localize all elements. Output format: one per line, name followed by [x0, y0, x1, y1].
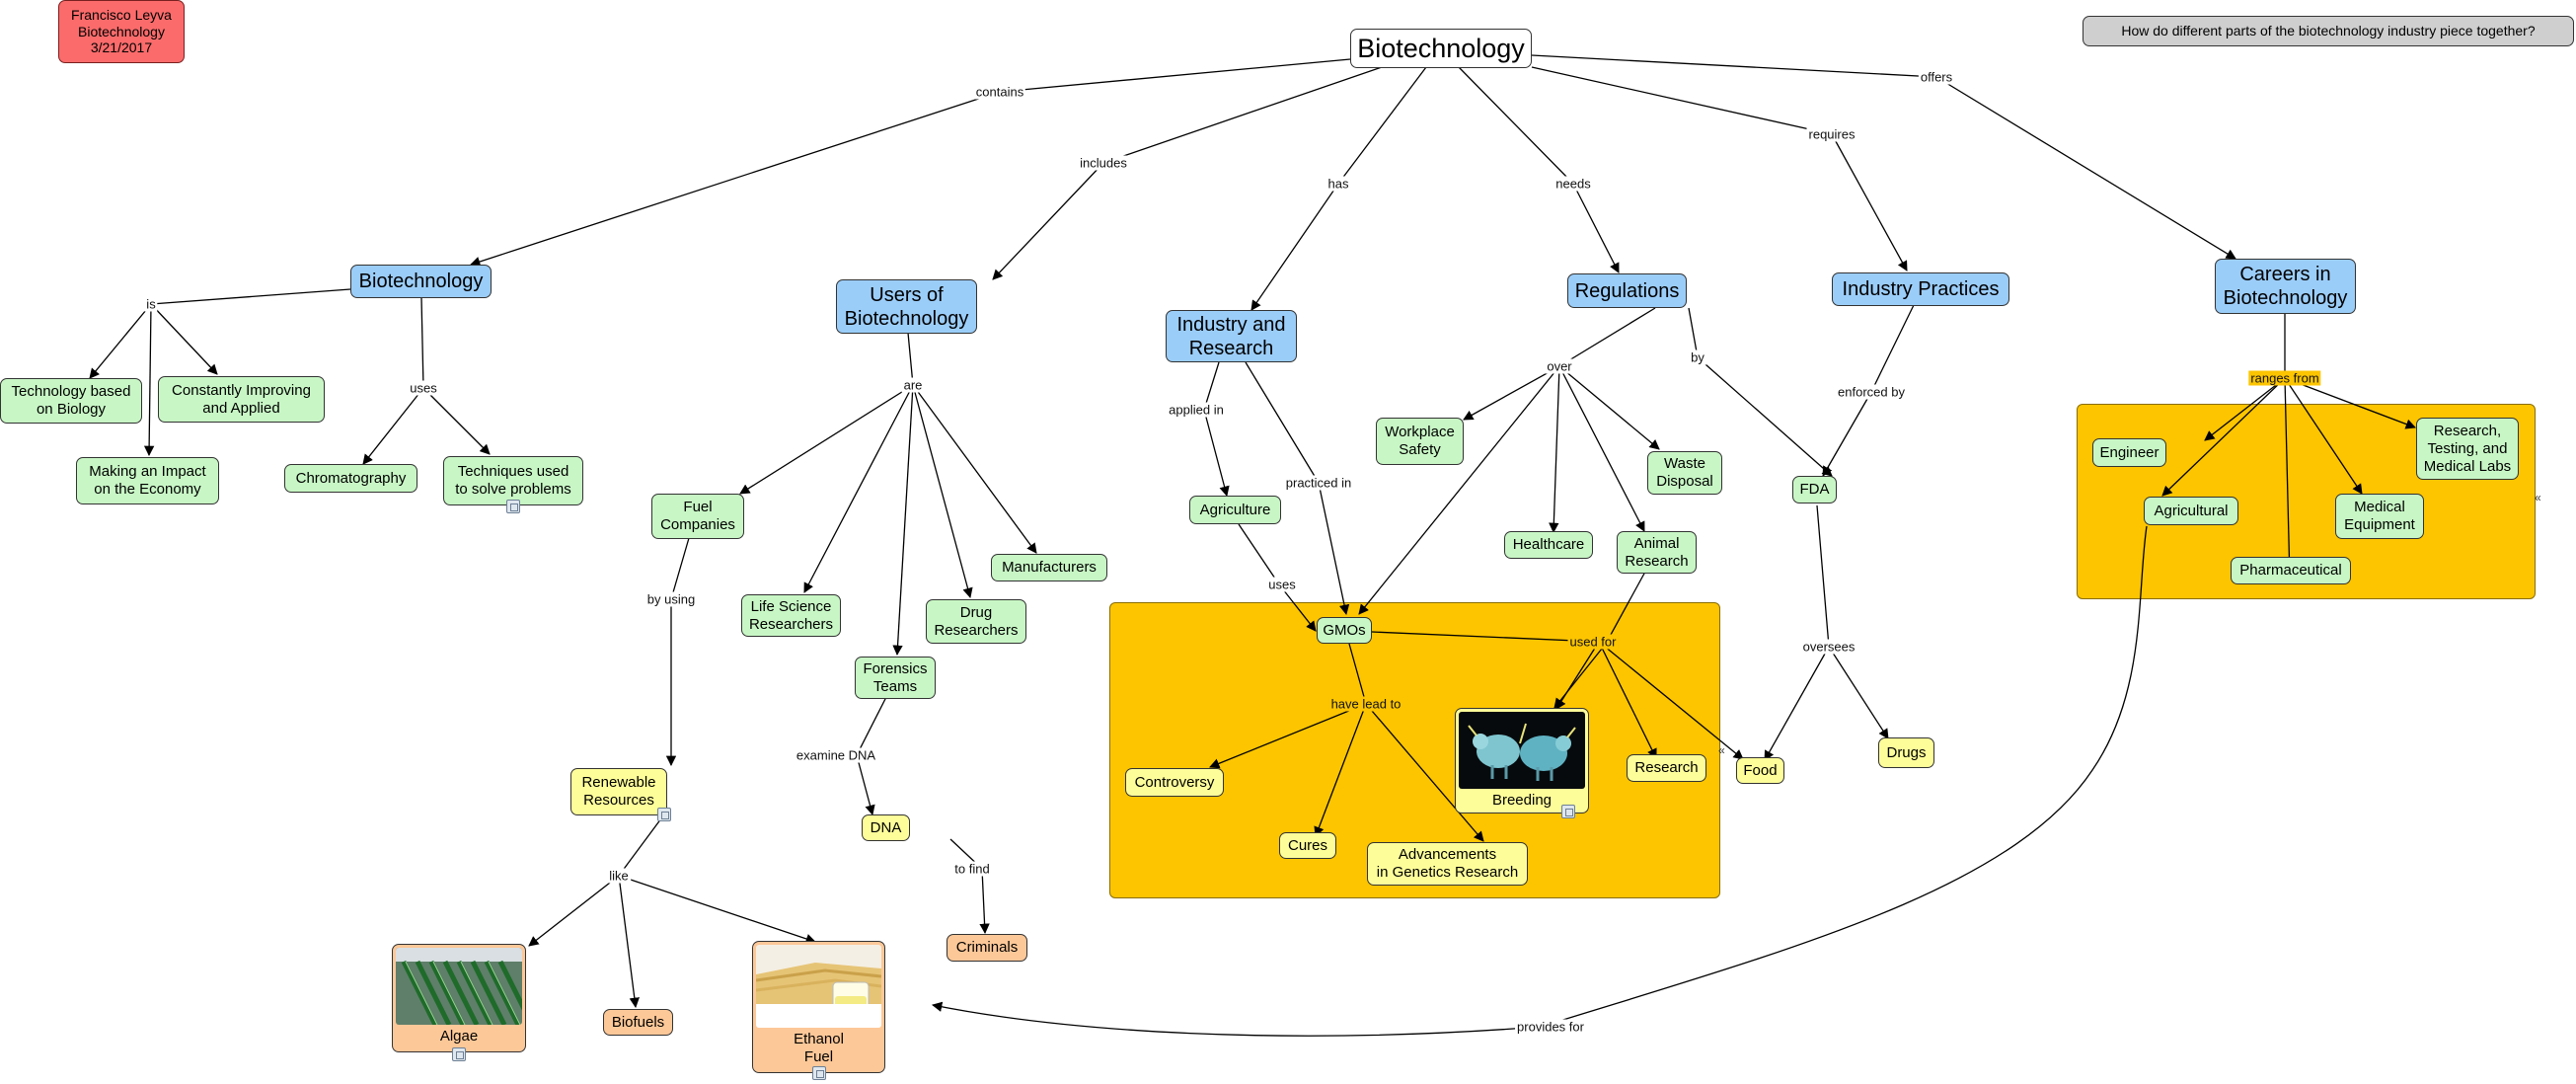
link-label-examine-dna: examine DNA [794, 747, 878, 763]
root-concept[interactable]: Biotechnology [1350, 29, 1532, 68]
concept-chromatography[interactable]: Chromatography [284, 464, 417, 493]
concept-gmos[interactable]: GMOs [1317, 617, 1372, 644]
focus-question[interactable]: How do different parts of the biotechnol… [2083, 16, 2574, 46]
concept-drugs[interactable]: Drugs [1878, 737, 1934, 768]
algae-image [396, 948, 522, 1025]
concept-agricultural[interactable]: Agricultural [2144, 497, 2238, 525]
concept-advancements[interactable]: Advancements in Genetics Research [1367, 842, 1528, 886]
resource-icon[interactable] [1561, 805, 1575, 818]
concept-fda[interactable]: FDA [1792, 476, 1837, 503]
concept-breeding[interactable]: Breeding [1455, 708, 1589, 813]
concept-forensics-teams[interactable]: Forensics Teams [855, 657, 936, 699]
expand-icon[interactable]: « [2535, 491, 2541, 504]
link-label-like: like [607, 868, 631, 884]
concept-agriculture[interactable]: Agriculture [1189, 496, 1281, 524]
concept-criminals[interactable]: Criminals [947, 934, 1027, 962]
link-label-uses-gmos: uses [1266, 577, 1298, 592]
concept-manufacturers[interactable]: Manufacturers [991, 554, 1107, 581]
concept-industry-and-research[interactable]: Industry and Research [1166, 310, 1297, 362]
link-label-requires: requires [1806, 126, 1857, 142]
concept-techniques-used[interactable]: Techniques used to solve problems [443, 456, 583, 505]
link-label-contains: contains [973, 84, 1026, 100]
resource-icon[interactable] [812, 1066, 826, 1080]
concept-animal-research[interactable]: Animal Research [1617, 531, 1697, 574]
concept-technology-based-on-biology[interactable]: Technology based on Biology [0, 378, 142, 424]
concept-engineer[interactable]: Engineer [2092, 438, 2166, 467]
concept-biofuels[interactable]: Biofuels [603, 1009, 673, 1036]
concept-controversy[interactable]: Controversy [1125, 768, 1224, 797]
expand-icon[interactable]: « [1718, 743, 1725, 757]
link-label-includes: includes [1078, 155, 1129, 171]
link-label-ranges-from: ranges from [2248, 370, 2321, 386]
concept-medical-equipment[interactable]: Medical Equipment [2335, 494, 2424, 539]
concept-research[interactable]: Research [1627, 754, 1706, 782]
concept-users-of-biotechnology[interactable]: Users of Biotechnology [836, 279, 977, 334]
link-label-practiced-in: practiced in [1283, 475, 1354, 491]
link-label-are: are [901, 377, 925, 393]
link-label-has: has [1326, 176, 1351, 192]
concept-waste-disposal[interactable]: Waste Disposal [1647, 451, 1722, 495]
link-label-over: over [1545, 358, 1574, 374]
resource-icon[interactable] [657, 808, 671, 821]
author-topic: Biotechnology [78, 23, 165, 39]
concept-industry-practices[interactable]: Industry Practices [1832, 272, 2009, 306]
link-label-applied-in: applied in [1167, 402, 1226, 418]
link-label-provides-for: provides for [1515, 1019, 1586, 1035]
concept-drug-researchers[interactable]: Drug Researchers [926, 599, 1026, 644]
link-label-is: is [144, 296, 158, 312]
concept-algae[interactable]: Algae [392, 944, 526, 1052]
algae-label: Algae [439, 1028, 479, 1045]
link-label-to-find: to find [952, 861, 992, 877]
concept-research-testing-labs[interactable]: Research, Testing, and Medical Labs [2416, 418, 2519, 480]
link-label-needs: needs [1553, 176, 1593, 192]
link-label-offers: offers [1918, 69, 1955, 85]
link-label-uses: uses [408, 380, 439, 396]
author-name: Francisco Leyva [71, 6, 172, 23]
concept-cures[interactable]: Cures [1279, 832, 1336, 859]
concept-making-an-impact[interactable]: Making an Impact on the Economy [76, 457, 219, 504]
concept-healthcare[interactable]: Healthcare [1504, 531, 1593, 559]
concept-renewable-resources[interactable]: Renewable Resources [570, 768, 667, 815]
concept-pharmaceutical[interactable]: Pharmaceutical [2231, 557, 2351, 584]
concept-life-science-researchers[interactable]: Life Science Researchers [741, 594, 841, 637]
link-label-oversees: oversees [1800, 639, 1857, 655]
concept-careers-in-biotechnology[interactable]: Careers in Biotechnology [2215, 259, 2356, 314]
concept-dna[interactable]: DNA [862, 814, 910, 841]
concept-food[interactable]: Food [1736, 757, 1784, 784]
concept-ethanol-fuel[interactable]: Ethanol Fuel [752, 941, 885, 1073]
breeding-image [1459, 712, 1585, 789]
link-label-by-using: by using [644, 591, 698, 607]
concept-regulations[interactable]: Regulations [1567, 273, 1687, 308]
concept-workplace-safety[interactable]: Workplace Safety [1376, 418, 1464, 465]
link-label-used-for: used for [1567, 634, 1619, 650]
link-label-by: by [1689, 349, 1706, 365]
concept-constantly-improving[interactable]: Constantly Improving and Applied [158, 376, 325, 423]
author-date: 3/21/2017 [90, 39, 153, 56]
ethanol-label: Ethanol Fuel [794, 1031, 844, 1065]
resource-icon[interactable] [506, 500, 520, 513]
concept-biotechnology[interactable]: Biotechnology [350, 265, 492, 298]
author-note[interactable]: Francisco Leyva Biotechnology 3/21/2017 [58, 0, 185, 63]
link-label-enforced-by: enforced by [1836, 384, 1907, 400]
breeding-label: Breeding [1491, 792, 1553, 809]
resource-icon[interactable] [452, 1047, 466, 1061]
link-label-have-lead-to: have lead to [1328, 696, 1403, 712]
concept-fuel-companies[interactable]: Fuel Companies [651, 494, 744, 539]
ethanol-image [756, 945, 881, 1028]
